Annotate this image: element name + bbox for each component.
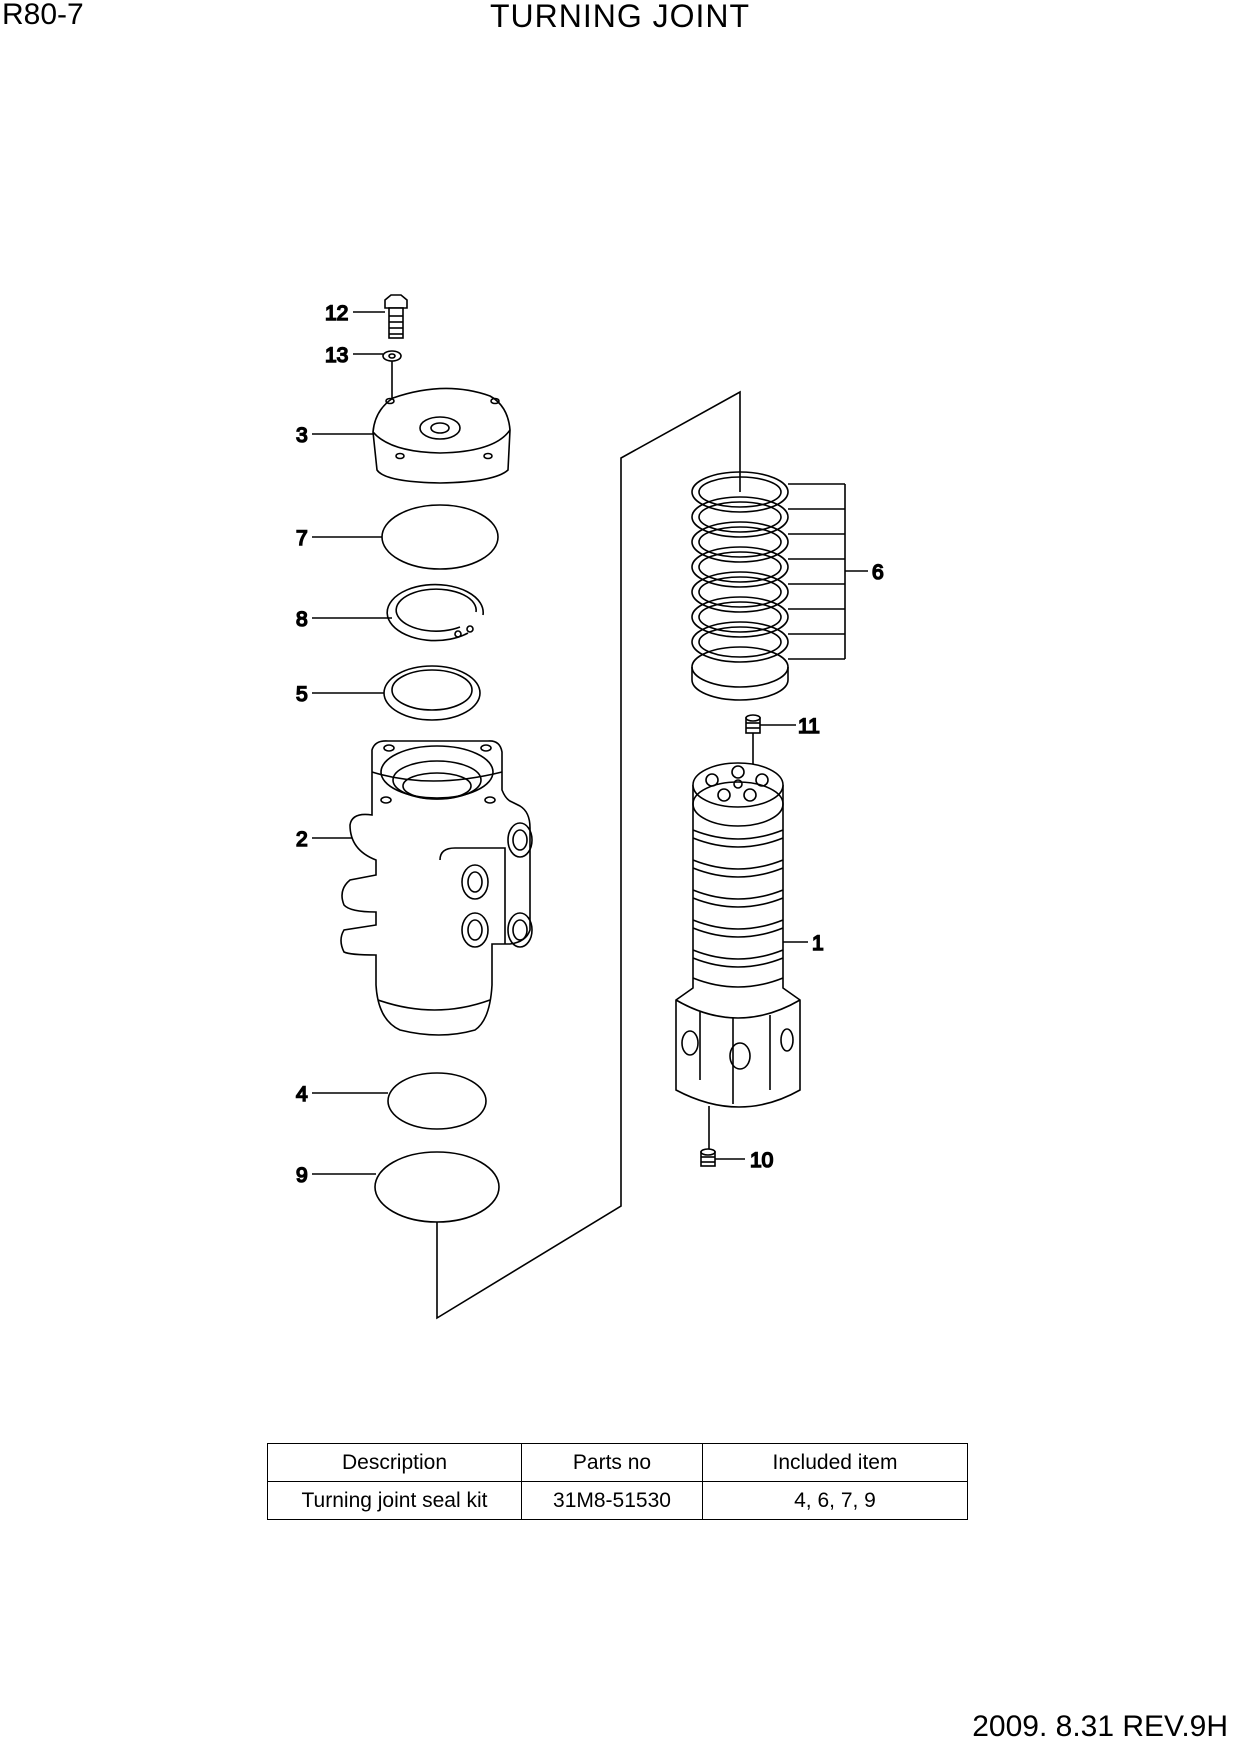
plug-part-10 [700, 1148, 745, 1167]
seal-stack-part-6 [691, 471, 789, 701]
plug-part-11 [745, 714, 796, 770]
seal-kit-table: Description Parts no Included item Turni… [267, 1443, 968, 1520]
model-code: R80-7 [2, 0, 84, 31]
cell-description: Turning joint seal kit [267, 1481, 522, 1520]
cell-included-item: 4, 6, 7, 9 [702, 1481, 968, 1520]
callout-2: 2 [296, 828, 308, 851]
o-ring-part-9 [374, 1151, 500, 1223]
callout-9: 9 [296, 1164, 308, 1187]
bolt-part-12 [384, 294, 408, 339]
washer-part-13 [382, 350, 402, 398]
table-header-row: Description Parts no Included item [267, 1443, 968, 1482]
cell-parts-no: 31M8-51530 [521, 1481, 703, 1520]
spacer-ring-part-5 [383, 665, 481, 721]
callout-8: 8 [296, 608, 308, 631]
table-row: Turning joint seal kit 31M8-51530 4, 6, … [267, 1481, 968, 1520]
shaft-part-1 [675, 762, 801, 1150]
callout-3: 3 [296, 424, 308, 447]
callout-5: 5 [296, 683, 308, 706]
callout-12: 12 [325, 302, 348, 325]
cover-part-3 [372, 387, 511, 484]
leader-lines [312, 311, 808, 1175]
part-6-leader-bracket [788, 483, 868, 660]
o-ring-part-4 [387, 1072, 487, 1130]
callout-4: 4 [296, 1083, 308, 1106]
callout-1: 1 [812, 932, 824, 955]
column-header-included-item: Included item [702, 1443, 968, 1482]
callout-6: 6 [872, 561, 884, 584]
column-header-description: Description [267, 1443, 522, 1482]
kit-group-bracket-line [436, 390, 741, 1320]
page-title: TURNING JOINT [489, 0, 751, 34]
callout-11: 11 [798, 715, 820, 738]
column-header-parts-no: Parts no [521, 1443, 703, 1482]
o-ring-part-7 [381, 504, 499, 570]
callout-13: 13 [325, 344, 348, 367]
snap-ring-part-8 [386, 583, 484, 642]
hub-body-part-2 [340, 740, 533, 1036]
callout-7: 7 [296, 527, 308, 550]
revision-date: 2009. 8.31 REV.9H [972, 1710, 1228, 1743]
callout-10: 10 [750, 1149, 773, 1172]
